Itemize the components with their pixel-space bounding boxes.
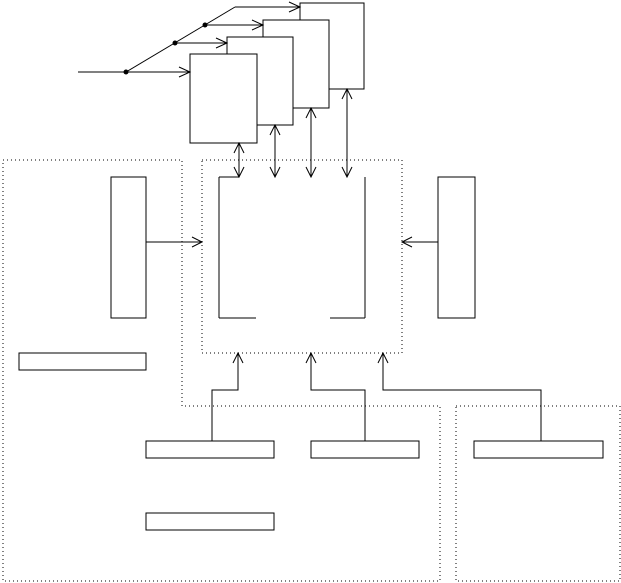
left-to-central-arrow <box>146 236 204 248</box>
input-fanout <box>78 1 302 78</box>
flat-block-bottom-2 <box>310 440 420 459</box>
arrowhead-block-2 <box>215 37 229 49</box>
central-block <box>218 176 366 319</box>
input-block-1 <box>189 53 258 144</box>
fanout-diagonal <box>125 6 236 73</box>
flat-block-bottom-4 <box>145 512 275 531</box>
connector-bottom-3 <box>377 351 542 441</box>
bidir-arrow-4 <box>341 87 353 179</box>
dotted-regions <box>2 159 621 582</box>
right-region-boundary <box>455 405 621 582</box>
connector-bottom-2 <box>305 351 366 441</box>
arrowhead-block-1 <box>178 66 192 78</box>
upward-connectors <box>211 351 542 441</box>
arrowhead-block-4 <box>288 1 302 13</box>
right-side-block <box>437 176 476 319</box>
side-connectors <box>146 236 438 248</box>
central-region-boundary <box>201 159 403 354</box>
flat-blocks <box>18 352 604 531</box>
junction-dot-2 <box>172 40 178 46</box>
bidir-arrow-3 <box>305 106 317 179</box>
input-block-3-dotted-edge <box>262 19 330 109</box>
bidir-arrow-2 <box>269 123 281 179</box>
right-to-central-arrow <box>400 236 438 248</box>
bidirectional-connectors <box>233 87 353 179</box>
flat-block-bottom-3 <box>473 440 604 459</box>
stacked-input-blocks <box>189 2 365 144</box>
junction-dot-1 <box>123 69 129 75</box>
flat-block-left-upper <box>18 352 147 371</box>
arrowhead-block-3 <box>251 19 265 31</box>
left-side-block <box>110 176 147 319</box>
junction-dot-3 <box>202 22 208 28</box>
bidir-arrow-1 <box>233 141 245 179</box>
flat-block-bottom-1 <box>145 440 275 459</box>
connector-bottom-1 <box>211 351 244 441</box>
